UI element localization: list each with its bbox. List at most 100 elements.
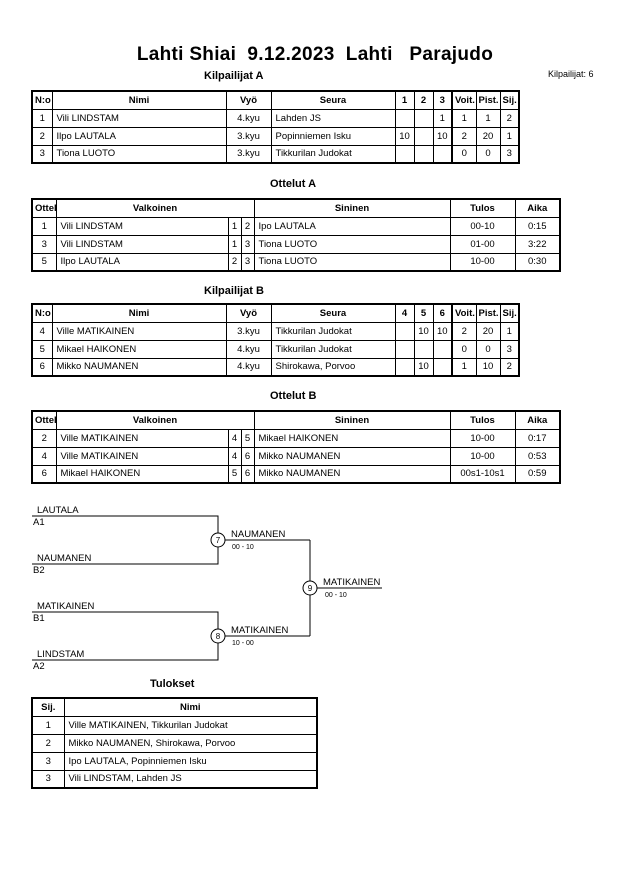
column-header: Tulos (449, 198, 516, 218)
table-row: 2 Ville MATIKAINEN 4 5 Mikael HAIKONEN 1… (31, 428, 561, 448)
table-row: 1 Vili LINDSTAM 4.kyu Lahden JS 1 1 1 2 (31, 108, 520, 128)
column-header: Sininen (253, 198, 451, 218)
rank-cell: 3 (499, 339, 520, 359)
match-circle (302, 580, 318, 596)
match-circle (210, 628, 226, 644)
rank-cell: 1 (499, 321, 520, 341)
column-header: Pist. (475, 90, 501, 110)
competitor-belt: 4.kyu (225, 339, 272, 359)
match-number: 5 (31, 252, 57, 272)
bracket-name: NAUMANEN (37, 553, 92, 564)
competitors-b-heading: Kilpailijat B (204, 285, 264, 297)
table-row: 2 Mikko NAUMANEN, Shirokawa, Porvoo (31, 733, 318, 753)
blue-number: 6 (240, 446, 255, 466)
match-number: 1 (31, 216, 57, 236)
rank-cell: 3 (499, 144, 520, 164)
table-row: 3 Vili LINDSTAM 1 3 Tiona LUOTO 01-00 3:… (31, 234, 561, 254)
competitor-club: Tikkurilan Judokat (270, 339, 396, 359)
rank-cell: 2 (499, 357, 520, 377)
competitor-club: Tikkurilan Judokat (270, 321, 396, 341)
blue-number: 3 (240, 234, 255, 254)
result-name: Ipo LAUTALA, Popinniemen Isku (63, 751, 318, 771)
competitor-belt: 4.kyu (225, 357, 272, 377)
competitor-number: 5 (31, 339, 53, 359)
match-time: 0:15 (514, 216, 561, 236)
blue-number: 2 (240, 216, 255, 236)
result-name: Ville MATIKAINEN, Tikkurilan Judokat (63, 715, 318, 735)
table-row: 1 Vili LINDSTAM 1 2 Ipo LAUTALA 00-10 0:… (31, 216, 561, 236)
bracket-seed: B1 (33, 613, 45, 624)
score-cell (394, 108, 415, 128)
match-time: 0:30 (514, 252, 561, 272)
result-name: Vili LINDSTAM, Lahden JS (63, 769, 318, 789)
column-header: Tulos (449, 410, 516, 430)
wins-cell: 1 (451, 357, 477, 377)
match-result: 00-10 (449, 216, 516, 236)
white-number: 1 (227, 216, 242, 236)
competitor-belt: 4.kyu (225, 108, 272, 128)
column-header: Voit. (451, 303, 477, 323)
table-row: 6 Mikko NAUMANEN 4.kyu Shirokawa, Porvoo… (31, 357, 520, 377)
result-rank: 3 (31, 769, 65, 789)
matches-b-table: Ottelu Valkoinen Sininen Tulos Aika 2 Vi… (31, 410, 561, 484)
white-number: 1 (227, 234, 242, 254)
white-competitor: Mikael HAIKONEN (55, 464, 229, 484)
white-number: 4 (227, 446, 242, 466)
semi1-bracket-line (32, 515, 219, 565)
blue-competitor: Mikko NAUMANEN (253, 464, 451, 484)
score-cell: 10 (432, 126, 453, 146)
points-cell: 0 (475, 339, 501, 359)
competitor-name: Tiona LUOTO (51, 144, 227, 164)
bracket-winner-name: MATIKAINEN (231, 625, 288, 636)
table-header-row: Ottelu Valkoinen Sininen Tulos Aika (31, 410, 561, 430)
column-header: Voit. (451, 90, 477, 110)
table-row: 5 Mikael HAIKONEN 4.kyu Tikkurilan Judok… (31, 339, 520, 359)
white-competitor: Vili LINDSTAM (55, 234, 229, 254)
table-header-row: Ottelu Valkoinen Sininen Tulos Aika (31, 198, 561, 218)
result-name: Mikko NAUMANEN, Shirokawa, Porvoo (63, 733, 318, 753)
competitor-number: 1 (31, 108, 53, 128)
score-cell (394, 339, 415, 359)
blue-competitor: Tiona LUOTO (253, 234, 451, 254)
blue-competitor: Mikael HAIKONEN (253, 428, 451, 448)
match-number: 2 (31, 428, 57, 448)
competitor-number: 4 (31, 321, 53, 341)
match-number: 6 (31, 464, 57, 484)
score-cell (394, 144, 415, 164)
matches-b-heading: Ottelut B (270, 390, 317, 402)
column-header: Valkoinen (55, 410, 255, 430)
score-cell: 10 (394, 126, 415, 146)
column-header: N:o (31, 90, 53, 110)
match-result: 10-00 (449, 446, 516, 466)
rank-cell: 2 (499, 108, 520, 128)
table-row: 4 Ville MATIKAINEN 3.kyu Tikkurilan Judo… (31, 321, 520, 341)
column-header: Nimi (63, 697, 318, 717)
result-rank: 3 (31, 751, 65, 771)
semi2-bracket-line (32, 611, 219, 661)
match-time: 3:22 (514, 234, 561, 254)
score-cell: 1 (432, 108, 453, 128)
bracket-score: 00 - 10 (232, 544, 254, 551)
column-header: 3 (432, 90, 453, 110)
result-rank: 1 (31, 715, 65, 735)
column-header: Sij. (499, 303, 520, 323)
table-header-row: N:o Nimi Vyö Seura 4 5 6 Voit. Pist. Sij… (31, 303, 520, 323)
column-header: 4 (394, 303, 415, 323)
match-number-label: 7 (216, 536, 221, 545)
bracket-seed: A2 (33, 661, 45, 672)
match-result: 10-00 (449, 252, 516, 272)
column-header: Sij. (31, 697, 65, 717)
results-heading: Tulokset (150, 678, 195, 690)
table-header-row: Sij. Nimi (31, 697, 318, 717)
column-header: Pist. (475, 303, 501, 323)
competitor-name: Ilpo LAUTALA (51, 126, 227, 146)
competitor-belt: 3.kyu (225, 126, 272, 146)
match-result: 00s1-10s1 (449, 464, 516, 484)
white-competitor: Ville MATIKAINEN (55, 428, 229, 448)
competitor-club: Tikkurilan Judokat (270, 144, 396, 164)
wins-cell: 2 (451, 321, 477, 341)
score-cell (413, 108, 434, 128)
table-row: 2 Ilpo LAUTALA 3.kyu Popinniemen Isku 10… (31, 126, 520, 146)
column-header: Valkoinen (55, 198, 255, 218)
table-row: 6 Mikael HAIKONEN 5 6 Mikko NAUMANEN 00s… (31, 464, 561, 484)
